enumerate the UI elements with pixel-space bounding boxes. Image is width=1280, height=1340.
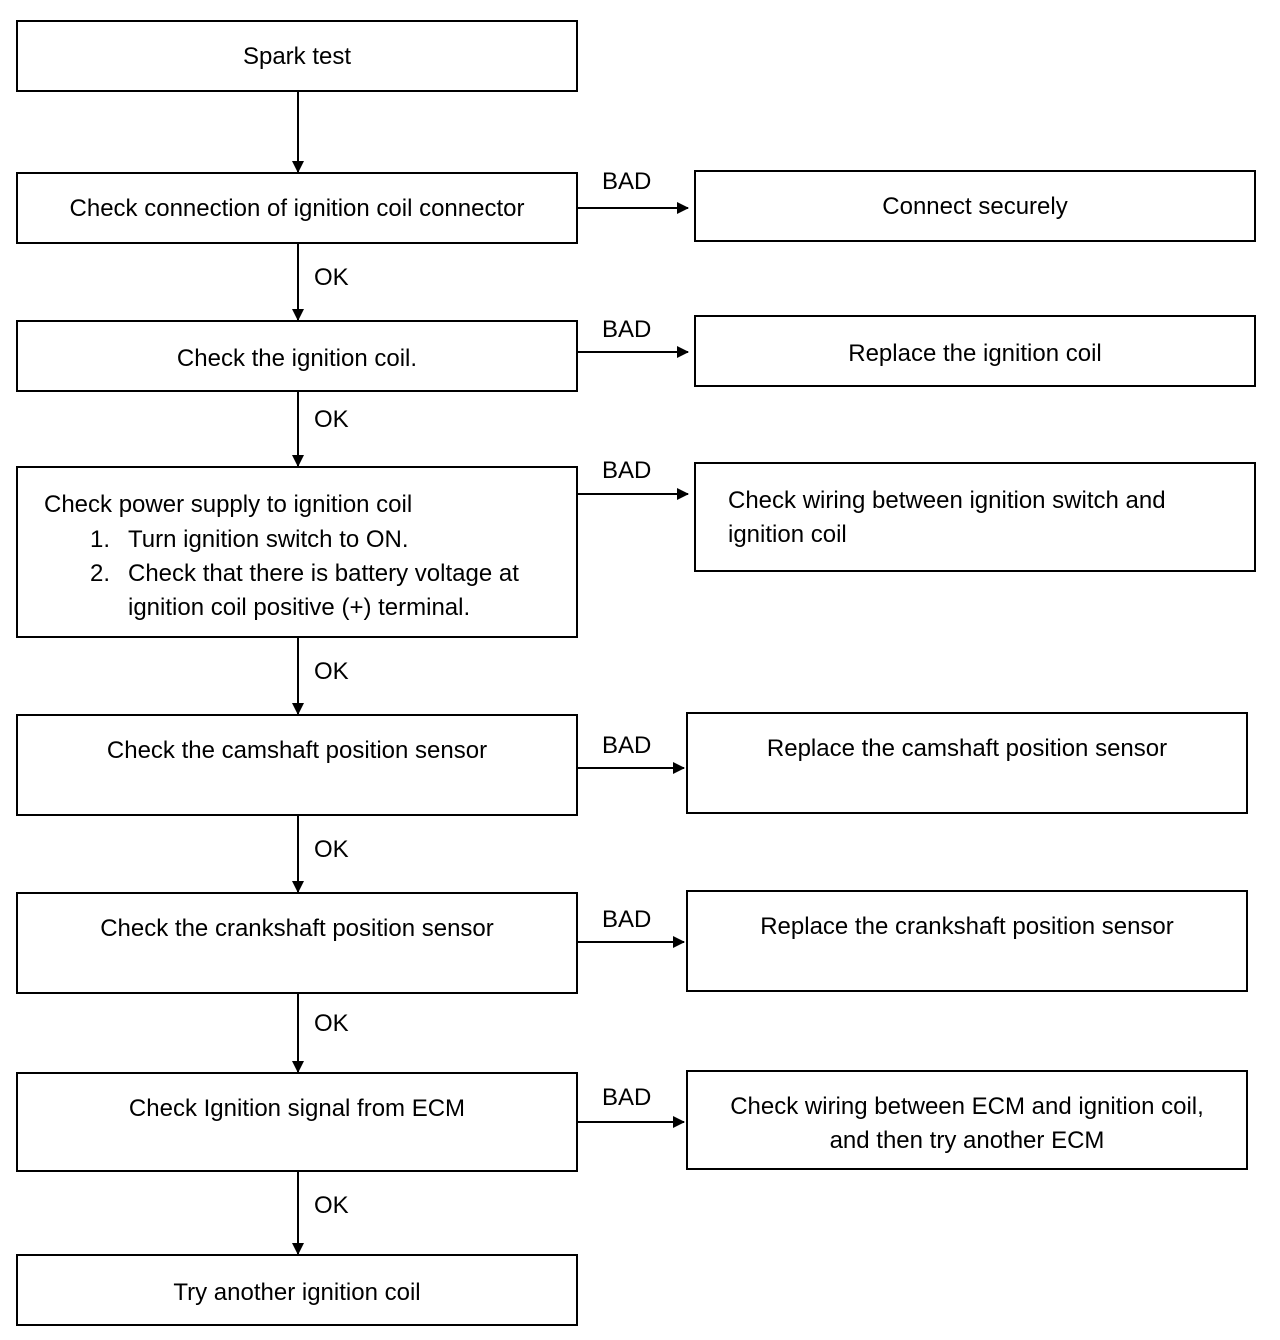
bad-label-6: BAD	[602, 1084, 652, 1111]
check-label-1: Check connection of ignition coil connec…	[69, 195, 525, 222]
final-box: Try another ignition coil	[16, 1254, 578, 1326]
check-label-5: Check the crankshaft position sensor	[100, 915, 494, 942]
bad-label-3: BAD	[602, 457, 652, 484]
action-label-2: Replace the ignition coil	[848, 340, 1102, 367]
action-box-4: Replace the camshaft position sensor	[686, 712, 1248, 814]
ok-label-6: OK	[314, 1192, 349, 1219]
check-box-2: Check the ignition coil.	[16, 320, 578, 392]
check-box-3: Check power supply to ignition coil 1. T…	[16, 466, 578, 638]
action-label-1: Connect securely	[882, 193, 1068, 220]
action-box-2: Replace the ignition coil	[694, 315, 1256, 387]
bad-label-4: BAD	[602, 732, 652, 759]
ok-label-1: OK	[314, 264, 349, 291]
check-box-5: Check the crankshaft position sensor	[16, 892, 578, 994]
ok-label-2: OK	[314, 406, 349, 433]
action-label-6: Check wiring between ECM and ignition co…	[730, 1093, 1204, 1120]
action-label-4: Replace the camshaft position sensor	[766, 735, 1168, 762]
final-label: Try another ignition coil	[173, 1279, 421, 1306]
check-label-6: Check Ignition signal from ECM	[128, 1095, 466, 1122]
ok-label-3: OK	[314, 658, 349, 685]
check-box-1: Check connection of ignition coil connec…	[16, 172, 578, 244]
spark-test-box: Spark test	[16, 20, 578, 92]
bad-label-2: BAD	[602, 316, 652, 343]
check-label-4: Check the camshaft position sensor	[106, 737, 488, 764]
step-text-2: Check that there is battery voltage at	[128, 560, 519, 587]
check-box-6: Check Ignition signal from ECM	[16, 1072, 578, 1172]
action-box-6: Check wiring between ECM and ignition co…	[686, 1070, 1248, 1170]
action-label-5: Replace the crankshaft position sensor	[760, 913, 1174, 940]
action-label-3-cont: ignition coil	[728, 521, 847, 548]
action-label-3: Check wiring between ignition switch and	[728, 487, 1166, 514]
action-box-1: Connect securely	[694, 170, 1256, 242]
step-num-2: 2.	[90, 560, 111, 587]
ok-label-5: OK	[314, 1010, 349, 1037]
spark-test-label: Spark test	[242, 43, 352, 70]
bad-label-1: BAD	[602, 168, 652, 195]
step-text-2-cont: ignition coil positive (+) terminal.	[128, 594, 471, 621]
action-box-5: Replace the crankshaft position sensor	[686, 890, 1248, 992]
action-box-3: Check wiring between ignition switch and…	[694, 462, 1256, 572]
check-title-3: Check power supply to ignition coil	[44, 491, 413, 518]
action-label-6-cont: and then try another ECM	[829, 1127, 1105, 1154]
bad-label-5: BAD	[602, 906, 652, 933]
check-label-2: Check the ignition coil.	[176, 345, 418, 372]
check-box-4: Check the camshaft position sensor	[16, 714, 578, 816]
ok-label-4: OK	[314, 836, 349, 863]
step-text-1: Turn ignition switch to ON.	[128, 526, 409, 553]
step-num-1: 1.	[90, 526, 111, 553]
